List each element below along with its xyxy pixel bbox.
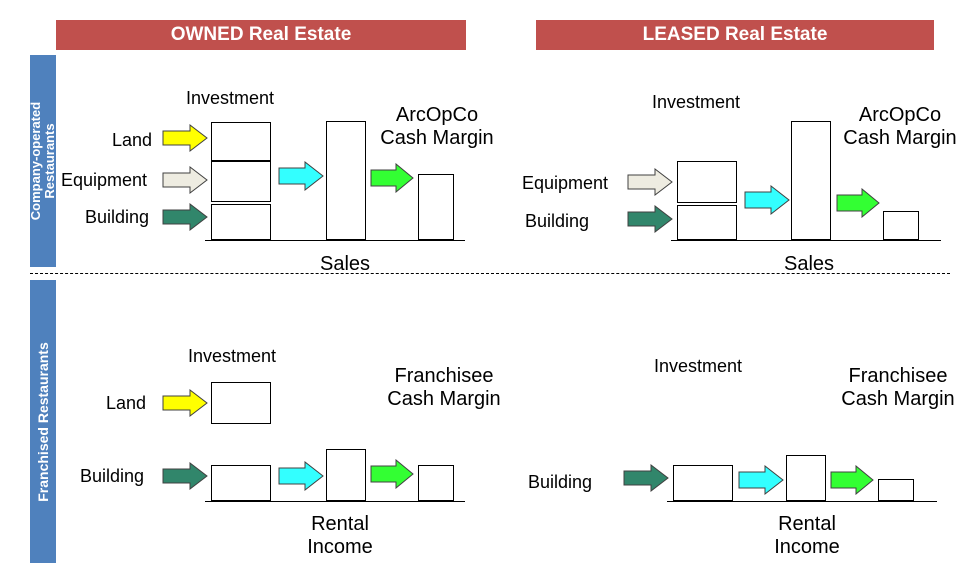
baseline <box>671 240 941 241</box>
margin-line2: Cash Margin <box>843 127 957 149</box>
leased-real-estate-header: LEASED Real Estate <box>536 20 934 50</box>
to-rental-arrow <box>738 465 784 495</box>
building-box <box>211 465 271 501</box>
margin-box <box>883 211 919 240</box>
investment-label: Investment <box>654 356 743 376</box>
building-arrow <box>623 464 669 492</box>
building-label: Building <box>525 211 590 231</box>
sales-box <box>791 121 831 240</box>
sales-label: Sales <box>783 253 835 275</box>
building-label: Building <box>80 466 145 486</box>
company-operated-line2: Restaurants <box>42 123 57 199</box>
rental-line2: Income <box>307 536 373 558</box>
owned-real-estate-header: OWNED Real Estate <box>56 20 466 50</box>
to-rental-arrow <box>278 461 324 491</box>
rental-income-box <box>786 455 826 501</box>
margin-line1: ArcOpCo <box>858 104 942 126</box>
to-margin-arrow <box>836 188 880 218</box>
franchised-side-label: Franchised Restaurants <box>30 280 56 563</box>
to-sales-arrow <box>744 185 790 215</box>
margin-line1: Franchisee <box>394 365 494 387</box>
land-label: Land <box>106 393 147 413</box>
company-operated-side-label: Company-operated Restaurants <box>28 55 57 267</box>
rental-line2: Income <box>774 536 840 558</box>
rental-income-box <box>326 449 366 501</box>
baseline <box>667 501 937 502</box>
equipment-label: Equipment <box>522 173 609 193</box>
margin-line2: Cash Margin <box>841 388 955 410</box>
margin-caption: Franchisee Cash Margin <box>830 365 966 411</box>
margin-line1: ArcOpCo <box>395 104 479 126</box>
building-label: Building <box>85 207 150 227</box>
margin-line1: Franchisee <box>848 365 948 387</box>
margin-line2: Cash Margin <box>380 127 494 149</box>
investment-label: Investment <box>652 92 741 112</box>
to-margin-arrow <box>370 163 414 193</box>
rental-line1: Rental <box>311 513 369 535</box>
margin-caption: ArcOpCo Cash Margin <box>832 104 968 150</box>
rental-line1: Rental <box>778 513 836 535</box>
building-arrow <box>162 462 208 490</box>
equipment-box <box>211 161 271 202</box>
to-margin-arrow <box>830 465 874 495</box>
margin-box <box>418 174 454 240</box>
sales-box <box>326 121 366 240</box>
building-label: Building <box>528 472 593 492</box>
building-box <box>677 205 737 240</box>
margin-box <box>418 465 454 501</box>
equipment-label: Equipment <box>61 170 148 190</box>
to-margin-arrow <box>370 459 414 489</box>
franchised-side-text: Franchised Restaurants <box>35 341 51 502</box>
land-box <box>211 122 271 161</box>
building-box <box>673 465 733 501</box>
to-sales-arrow <box>278 161 324 191</box>
section-divider <box>30 273 950 274</box>
baseline <box>205 240 465 241</box>
land-arrow <box>162 124 208 152</box>
building-box <box>211 204 271 240</box>
equipment-arrow <box>162 166 208 194</box>
baseline <box>205 501 465 502</box>
margin-line2: Cash Margin <box>387 388 501 410</box>
equipment-arrow <box>627 168 673 196</box>
rental-income-caption: Rental Income <box>762 513 852 559</box>
rental-income-caption: Rental Income <box>295 513 385 559</box>
building-arrow <box>627 205 673 233</box>
investment-label: Investment <box>186 88 275 108</box>
margin-caption: ArcOpCo Cash Margin <box>372 104 502 150</box>
investment-label: Investment <box>188 346 277 366</box>
land-box <box>211 382 271 424</box>
land-label: Land <box>112 130 153 150</box>
margin-caption: Franchisee Cash Margin <box>378 365 510 411</box>
building-arrow <box>162 203 208 231</box>
margin-box <box>878 479 914 501</box>
land-arrow <box>162 389 208 417</box>
company-operated-line1: Company-operated <box>28 101 43 221</box>
equipment-box <box>677 161 737 203</box>
sales-label: Sales <box>319 253 371 275</box>
